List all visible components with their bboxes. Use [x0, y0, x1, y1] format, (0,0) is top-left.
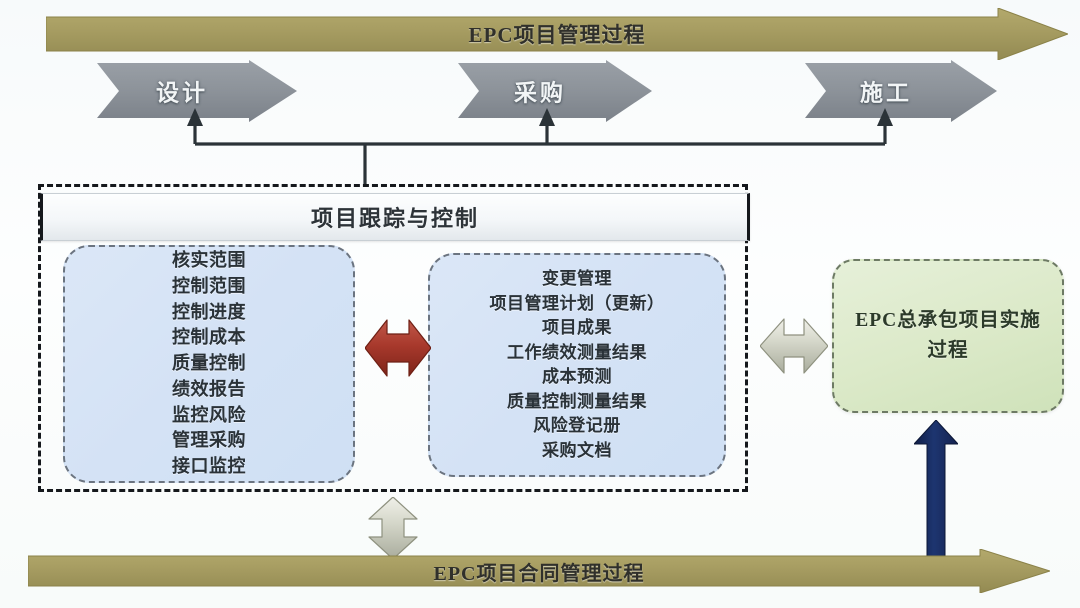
list-item: 控制进度 [172, 301, 246, 322]
list-item: 核实范围 [172, 249, 246, 270]
list-item: 监控风险 [172, 404, 246, 425]
list-item: 风险登记册 [533, 416, 621, 435]
control-activities-box[interactable]: 核实范围 控制范围 控制进度 控制成本 质量控制 绩效报告 监控风险 管理采购 … [63, 245, 355, 483]
list-item: 成本预测 [542, 367, 612, 386]
red-double-arrow-icon [365, 319, 431, 377]
tracking-control-header: 项目跟踪与控制 [40, 193, 750, 241]
list-item: 质量控制 [172, 353, 246, 374]
top-process-band: EPC项目管理过程 [46, 8, 1068, 60]
tracking-control-header-label: 项目跟踪与控制 [310, 206, 479, 231]
grey-double-arrow-right-icon [760, 318, 828, 374]
list-item: 变更管理 [542, 269, 612, 288]
chevron-shape [805, 60, 997, 122]
chevron-shape [458, 60, 652, 122]
implementation-process-box[interactable]: EPC总承包项目实施过程 [832, 259, 1064, 413]
tracking-control-container [38, 184, 748, 492]
grey-double-arrow-bottom-icon [368, 497, 418, 559]
control-outputs-box[interactable]: 变更管理 项目管理计划（更新） 项目成果 工作绩效测量结果 成本预测 质量控制测… [428, 253, 726, 477]
navy-up-arrow-icon [914, 420, 958, 560]
list-item: 项目管理计划（更新） [489, 293, 665, 313]
phase-arrow-construction[interactable]: 施工 [805, 60, 997, 122]
phase-arrow-design[interactable]: 设计 [97, 60, 297, 122]
list-item: 绩效报告 [172, 378, 246, 399]
phase-arrow-procurement[interactable]: 采购 [458, 60, 652, 122]
bottom-contract-band: EPC项目合同管理过程 [28, 549, 1050, 593]
list-item: 管理采购 [172, 430, 246, 451]
list-item: 接口监控 [172, 456, 246, 477]
top-band-label: EPC项目管理过程 [468, 23, 646, 47]
bottom-band-shape [28, 549, 1050, 593]
list-item: 控制范围 [172, 275, 246, 296]
chevron-shape [97, 60, 297, 122]
list-item: 项目成果 [542, 318, 612, 337]
top-band-shape [46, 8, 1068, 60]
list-item: 采购文档 [542, 440, 612, 460]
list-item: 工作绩效测量结果 [507, 342, 647, 362]
list-item: 质量控制测量结果 [507, 391, 647, 411]
bottom-band-label: EPC项目合同管理过程 [433, 562, 645, 585]
list-item: 控制成本 [172, 327, 246, 348]
implementation-process-label: EPC总承包项目实施过程 [855, 310, 1041, 361]
